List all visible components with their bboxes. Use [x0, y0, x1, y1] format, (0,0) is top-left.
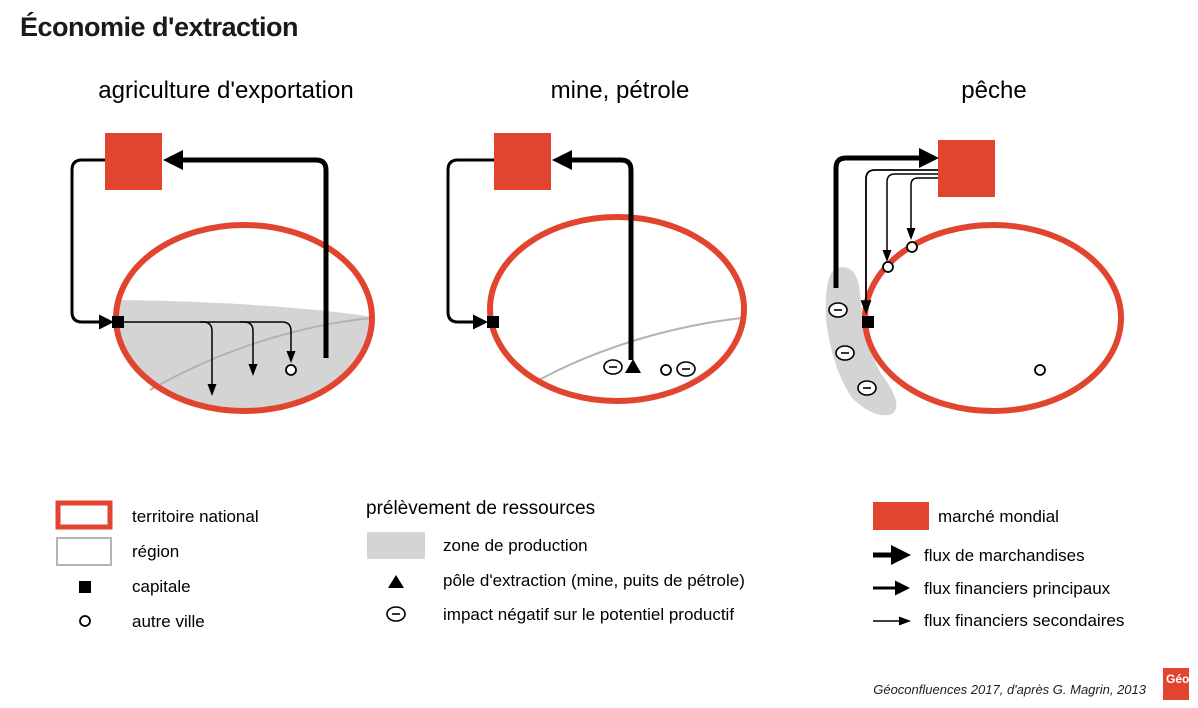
- legend-zone-swatch: [367, 532, 425, 559]
- region-boundary: [149, 317, 373, 391]
- legend-secondary-financial-label: flux financiers secondaires: [924, 611, 1124, 630]
- legend-impact-label: impact négatif sur le potentiel producti…: [443, 605, 734, 624]
- other-city-marker: [285, 364, 297, 376]
- goods-flow-arrow: [163, 150, 329, 358]
- legend-territory-label: territoire national: [132, 507, 259, 526]
- source-credit: Géoconfluences 2017, d'après G. Magrin, …: [873, 682, 1146, 697]
- legend-col-1: territoire national région capitale autr…: [55, 500, 259, 631]
- other-city-marker: [660, 364, 672, 376]
- production-zone: [116, 300, 372, 411]
- legend-market-label: marché mondial: [938, 507, 1059, 526]
- capital-marker: [487, 316, 499, 328]
- panel-title-mining: mine, pétrole: [551, 77, 690, 104]
- legend-zone-label: zone de production: [443, 536, 588, 555]
- legend-col-2: prélèvement de ressources zone de produc…: [366, 498, 745, 624]
- legend-city-label: autre ville: [132, 612, 205, 631]
- legend-resources-heading: prélèvement de ressources: [366, 498, 595, 519]
- main-financial-flow-arrow: [446, 158, 494, 330]
- panel-mining: mine, pétrole: [446, 77, 747, 404]
- secondary-financial-flow-arrow: [882, 173, 938, 262]
- world-market: [105, 133, 162, 190]
- world-market: [938, 140, 995, 197]
- goods-flow-arrow: [833, 148, 939, 288]
- panel-title-fishing: pêche: [961, 77, 1026, 104]
- goods-flow-arrow: [552, 150, 634, 360]
- panel-agriculture: agriculture d'exportation: [70, 77, 375, 414]
- main-financial-flow-arrow: [860, 169, 938, 315]
- legend-territory-swatch: [55, 500, 113, 530]
- main-financial-flow-arrow: [70, 158, 114, 330]
- world-market: [494, 133, 551, 190]
- panel-title-agriculture: agriculture d'exportation: [98, 77, 353, 104]
- national-territory: [487, 214, 747, 404]
- legend-goods-label: flux de marchandises: [924, 546, 1085, 565]
- capital-marker: [862, 316, 874, 328]
- legend-capital-label: capitale: [132, 577, 191, 596]
- legend-extraction-label: pôle d'extraction (mine, puits de pétrol…: [443, 571, 745, 590]
- other-city-marker: [1034, 364, 1046, 376]
- legend-col-3: marché mondial flux de marchandises flux…: [873, 502, 1124, 630]
- legend-city-swatch: [79, 615, 91, 627]
- legend-market-swatch: [873, 502, 929, 530]
- logo-text: Géo: [1166, 672, 1189, 686]
- secondary-financial-flow-arrow: [906, 177, 938, 240]
- secondary-financial-flow-arrow: [240, 321, 296, 363]
- panel-fishing: pêche: [825, 77, 1124, 416]
- legend-extraction-swatch: [388, 575, 404, 588]
- geoconfluences-logo: Géo: [1163, 668, 1189, 700]
- legend-capital-swatch: [79, 581, 91, 593]
- national-territory: [862, 222, 1124, 414]
- other-city-marker: [906, 241, 918, 253]
- other-city-marker: [882, 261, 894, 273]
- capital-marker: [112, 316, 124, 328]
- legend-region-label: région: [132, 542, 179, 561]
- region-boundary: [529, 317, 743, 386]
- legend-main-financial-label: flux financiers principaux: [924, 579, 1111, 598]
- legend-region-swatch: [56, 537, 112, 566]
- extraction-pole-marker: [625, 359, 641, 373]
- page-title: Économie d'extraction: [20, 12, 298, 42]
